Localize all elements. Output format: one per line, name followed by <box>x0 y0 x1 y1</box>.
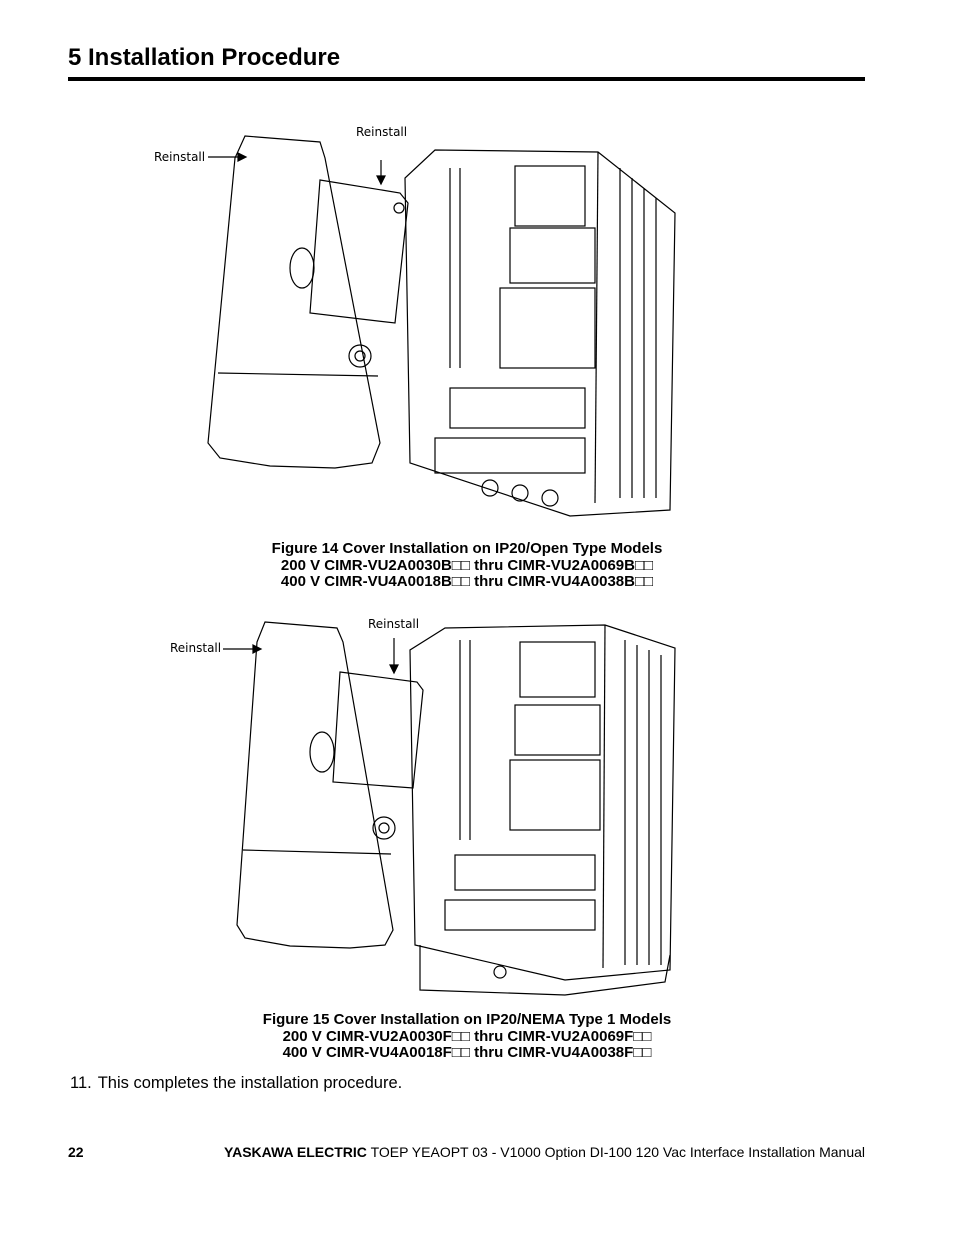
figure-15-drawing: Reinstall Reinstall <box>165 610 690 1000</box>
caption-models-200v: 200 V CIMR-VU2A0030B□□ thru CIMR-VU2A006… <box>280 556 654 574</box>
step-number: 11. <box>70 1074 92 1092</box>
drive-cover-illustration <box>223 621 676 996</box>
figure-14-drawing: Reinstall Reinstall <box>150 118 690 530</box>
reinstall-label-left: Reinstall <box>170 641 222 655</box>
figure-14-caption: Figure 14 Cover Installation on IP20/Ope… <box>150 540 784 591</box>
drive-cover-illustration <box>207 135 676 517</box>
caption-title: Figure 15 Cover Installation on IP20/NEM… <box>262 1011 672 1028</box>
section-title: 5 Installation Procedure <box>68 44 341 71</box>
caption-models-400v: 400 V CIMR-VU4A0018B□□ thru CIMR-VU4A003… <box>280 573 654 590</box>
figure-15-caption: Figure 15 Cover Installation on IP20/NEM… <box>150 1011 784 1062</box>
caption-models-400v: 400 V CIMR-VU4A0018F□□ thru CIMR-VU4A003… <box>282 1044 652 1061</box>
caption-title: Figure 14 Cover Installation on IP20/Ope… <box>271 540 663 557</box>
page-number: 22 <box>68 1144 84 1160</box>
reinstall-label-left: Reinstall <box>154 150 206 164</box>
footer-title: TOEP YEAOPT 03 - V1000 Option DI-100 120… <box>370 1144 865 1160</box>
reinstall-label-top: Reinstall <box>368 617 420 631</box>
reinstall-label-top: Reinstall <box>356 125 408 139</box>
procedure-step: 11. This completes the installation proce… <box>70 1074 402 1093</box>
section-title-rule <box>68 77 865 81</box>
caption-models-200v: 200 V CIMR-VU2A0030F□□ thru CIMR-VU2A006… <box>282 1027 652 1045</box>
step-text: This completes the installation procedur… <box>97 1074 403 1092</box>
footer-brand: YASKAWA ELECTRIC <box>224 1144 367 1160</box>
footer-manual-title: YASKAWA ELECTRIC TOEP YEAOPT 03 - V1000 … <box>224 1144 865 1160</box>
